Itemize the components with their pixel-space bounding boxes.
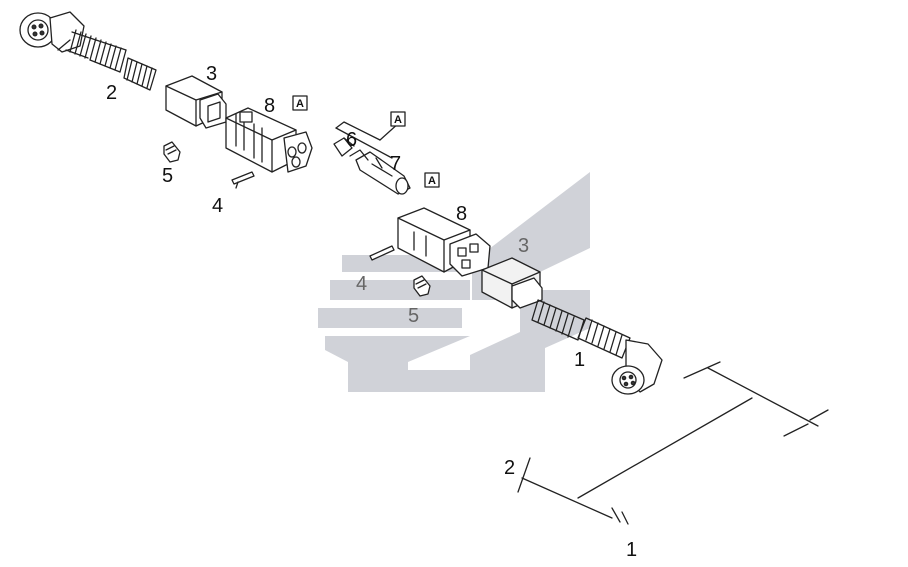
svg-text:A: A xyxy=(296,98,304,110)
svg-text:A: A xyxy=(394,114,402,126)
label-mid-connector: 8 xyxy=(456,203,467,225)
label-top-connector: 8 xyxy=(264,95,275,117)
label-harness-branch-1: 1 xyxy=(626,539,637,561)
reference-box-mid: A xyxy=(424,172,440,188)
callout-labels: 2 3 8 5 4 6 7 8 3 4 5 1 2 1 xyxy=(106,63,637,561)
label-top-cable: 2 xyxy=(106,82,117,104)
mid-housing xyxy=(481,257,543,309)
reference-box-top: A xyxy=(292,95,308,111)
label-contact-lower: 7 xyxy=(390,153,401,175)
svg-text:A: A xyxy=(428,175,436,187)
top-housing xyxy=(165,75,227,129)
top-connector xyxy=(225,107,313,173)
harness-schematic xyxy=(517,361,829,525)
top-plug xyxy=(163,141,181,163)
label-top-plug: 5 xyxy=(162,165,173,187)
contacts xyxy=(333,121,411,195)
mid-connector xyxy=(397,207,491,277)
label-mid-housing: 3 xyxy=(518,235,529,257)
label-mid-plug: 5 xyxy=(408,305,419,327)
label-mid-seal: 4 xyxy=(356,273,367,295)
reference-box-contacts: A xyxy=(390,111,406,127)
label-bottom-cable: 1 xyxy=(574,349,585,371)
label-contact-upper: 6 xyxy=(346,129,357,151)
bottom-cable-assembly xyxy=(531,299,663,395)
mid-plug xyxy=(413,275,431,297)
label-top-seal: 4 xyxy=(212,195,223,217)
top-seal xyxy=(231,171,255,189)
mid-seal xyxy=(369,245,395,261)
label-top-housing: 3 xyxy=(206,63,217,85)
label-harness-branch-2: 2 xyxy=(504,457,515,479)
top-cable-assembly xyxy=(19,11,157,91)
